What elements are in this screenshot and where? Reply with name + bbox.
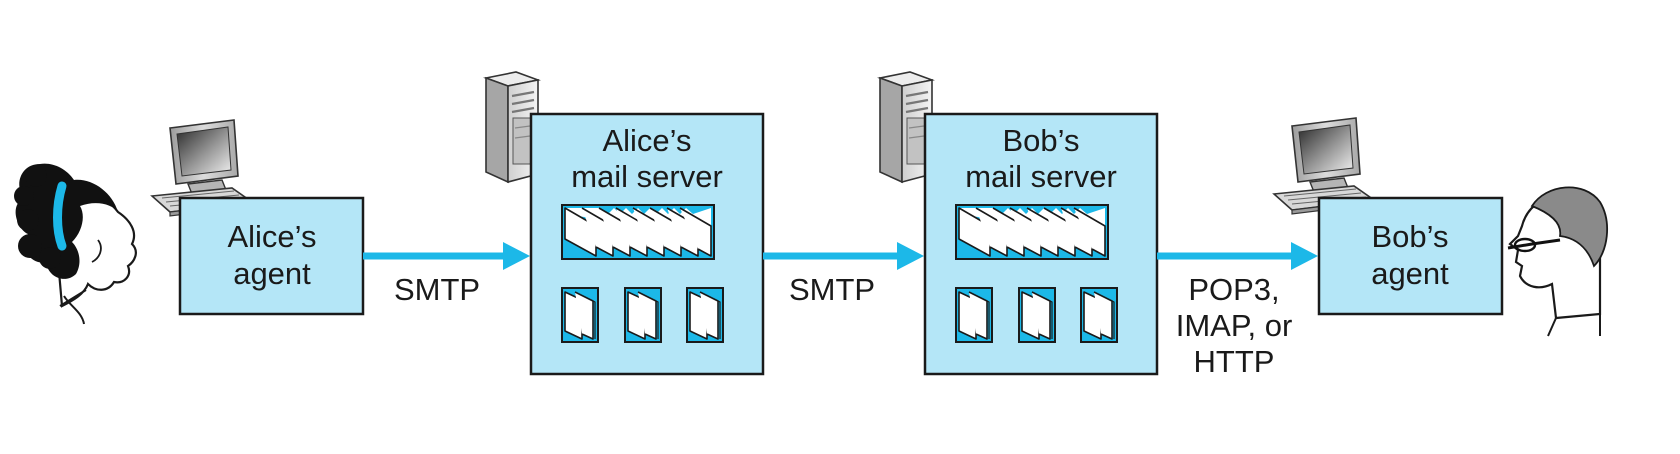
mailbox-icon — [686, 287, 724, 343]
smtp-label-2: SMTP — [789, 272, 875, 307]
smtp-arrow-2 — [763, 242, 924, 270]
alice-agent-label-line1: Alice’s — [227, 219, 316, 254]
mailbox-icon — [955, 287, 993, 343]
bob-server-label-line2: mail server — [965, 159, 1117, 194]
pull-protocol-label-line1: POP3, — [1188, 272, 1279, 307]
pull-protocol-label-line3: HTTP — [1194, 344, 1275, 379]
smtp-label-1: SMTP — [394, 272, 480, 307]
pull-arrow — [1157, 242, 1318, 270]
alice-mail-server[interactable]: Alice’s mail server — [529, 112, 765, 376]
bob-mail-server[interactable]: Bob’s mail server — [923, 112, 1159, 376]
bob-agent-label-line2: agent — [1371, 256, 1449, 291]
bob-server-label-line1: Bob’s — [1003, 123, 1080, 158]
mailbox-icon — [1018, 287, 1056, 343]
bob-agent-label-line1: Bob’s — [1372, 219, 1449, 254]
pull-protocol-label-line2: IMAP, or — [1176, 308, 1293, 343]
alice-server-label-line2: mail server — [571, 159, 723, 194]
mailbox-icon — [561, 287, 599, 343]
bob-agent-box[interactable]: Bob’s agent — [1317, 196, 1504, 316]
alice-server-label-line1: Alice’s — [602, 123, 691, 158]
alice-agent-label-line2: agent — [233, 256, 311, 291]
woman-user-icon — [14, 163, 137, 325]
message-queue-icon — [955, 204, 1109, 260]
smtp-arrow-1 — [363, 242, 530, 270]
alice-agent-box[interactable]: Alice’s agent — [178, 196, 365, 316]
mailbox-icon — [624, 287, 662, 343]
message-queue-icon — [561, 204, 715, 260]
mailbox-icon — [1080, 287, 1118, 343]
man-user-icon — [1507, 186, 1608, 337]
